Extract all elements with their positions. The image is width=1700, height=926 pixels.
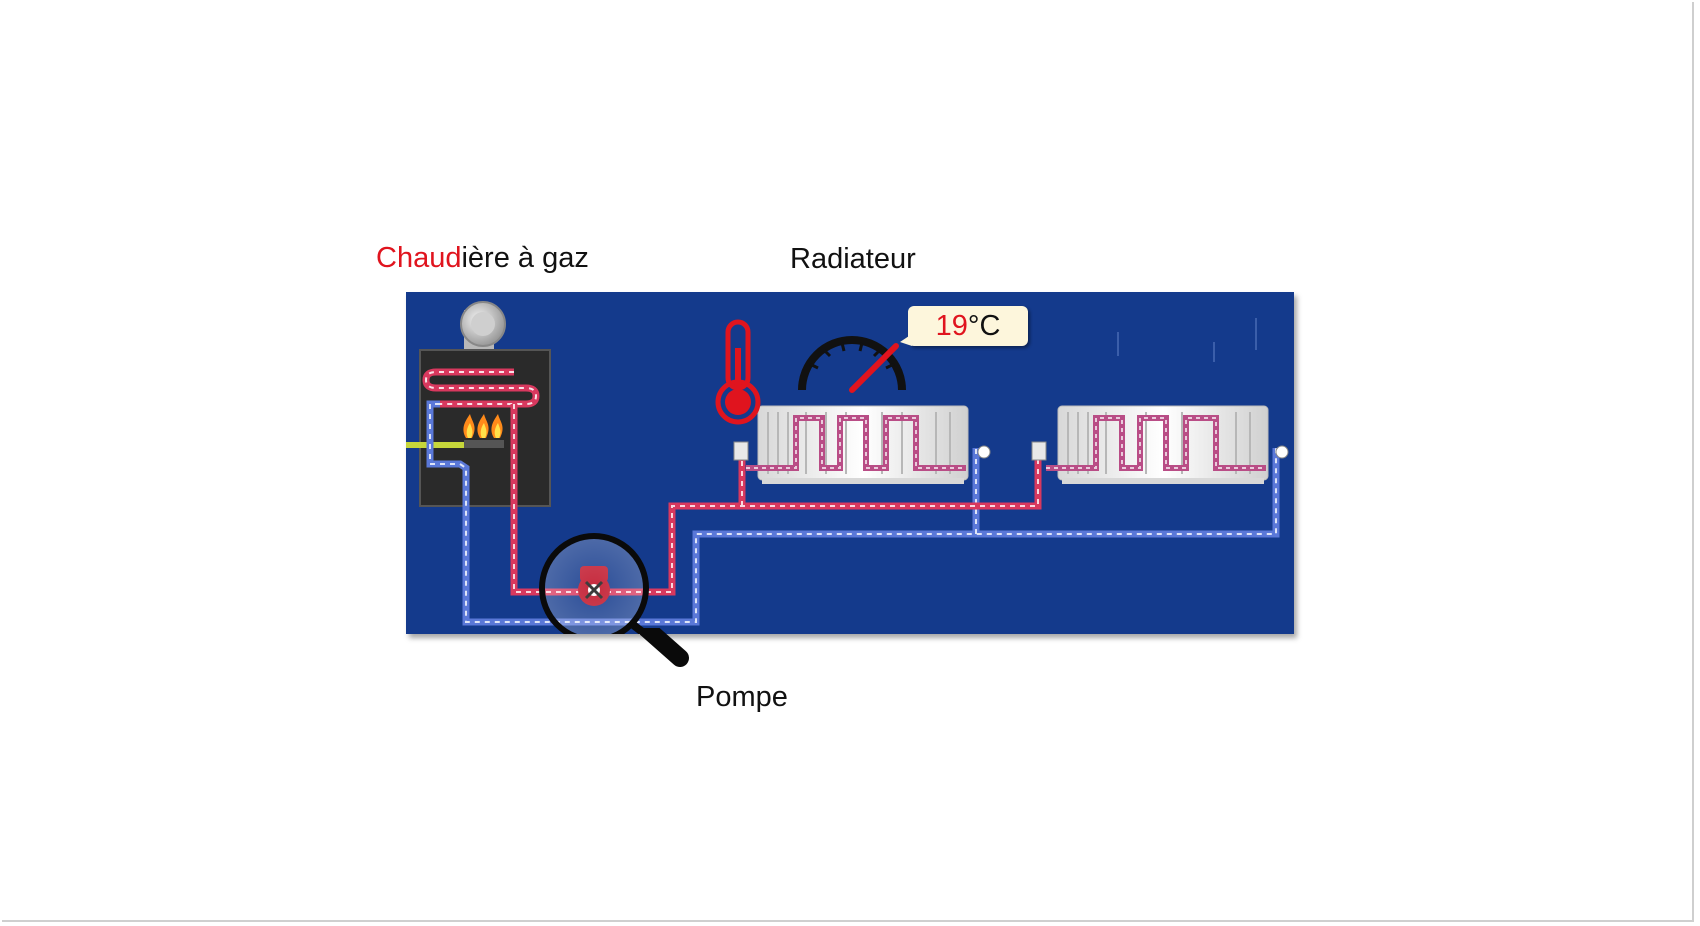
- temperature-value: 19: [935, 310, 968, 342]
- magnifying-glass-icon: [539, 533, 652, 634]
- boiler-chimney: [460, 301, 506, 350]
- radiator-label: Radiateur: [790, 243, 916, 275]
- boiler-label: Chaudière à gaz: [376, 242, 589, 275]
- heat-waves: [1117, 318, 1257, 362]
- heating-diagram: [406, 301, 1289, 634]
- radiator-icon-2: [1046, 405, 1269, 484]
- cold-return-pipe: [426, 400, 1280, 626]
- gas-inlet-pipe: [406, 442, 464, 448]
- heating-diagram-panel: [406, 292, 1294, 634]
- gauge-icon: [798, 336, 906, 393]
- radiator-valve-icon-2: [1031, 441, 1289, 461]
- boiler-label-rest: ière à gaz: [461, 242, 589, 274]
- temperature-unit: °C: [967, 310, 1001, 342]
- thermometer-icon: [715, 319, 761, 425]
- radiator-icon: [746, 405, 969, 484]
- boiler-label-highlight: Chaud: [376, 242, 462, 274]
- flame-icon: [463, 414, 503, 438]
- hot-supply-pipe: [510, 404, 1042, 596]
- radiator-valve-icon: [733, 441, 991, 461]
- gas-boiler-icon: [419, 349, 551, 507]
- magnifier-handle: [640, 628, 689, 667]
- temperature-callout: 19°C: [900, 306, 1028, 346]
- pump-label: Pompe: [696, 681, 788, 713]
